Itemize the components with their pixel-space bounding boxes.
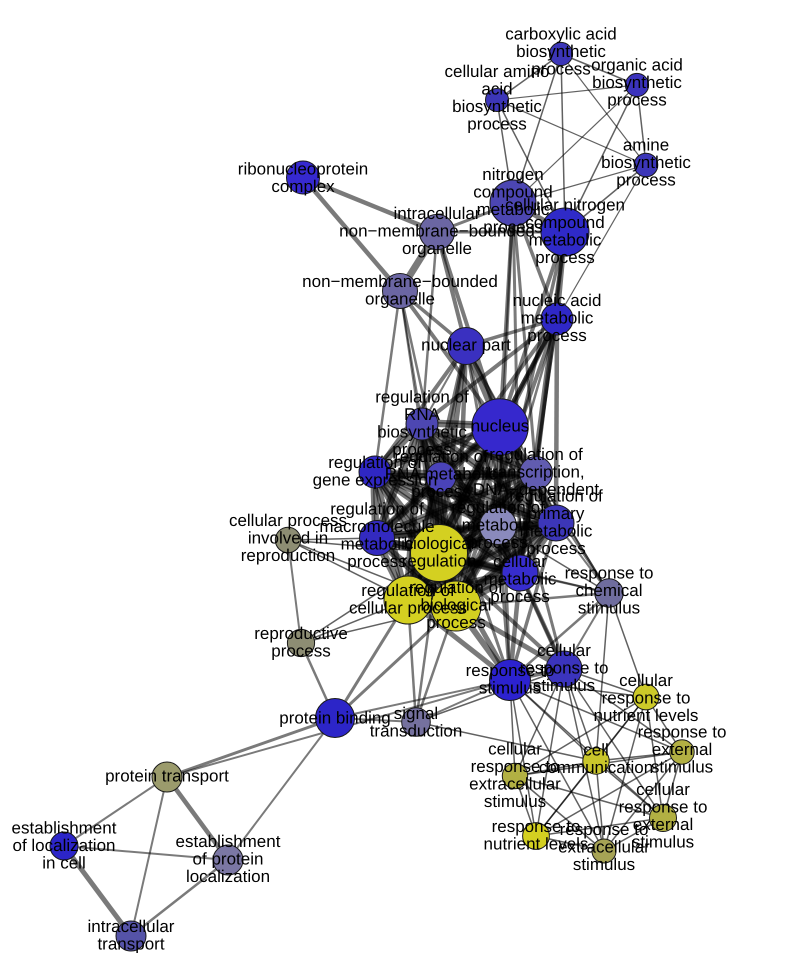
svg-text:nuclear part: nuclear part	[421, 336, 511, 355]
svg-text:protein binding: protein binding	[279, 709, 391, 728]
svg-text:nucleus: nucleus	[471, 417, 530, 436]
svg-text:protein transport: protein transport	[105, 767, 229, 786]
